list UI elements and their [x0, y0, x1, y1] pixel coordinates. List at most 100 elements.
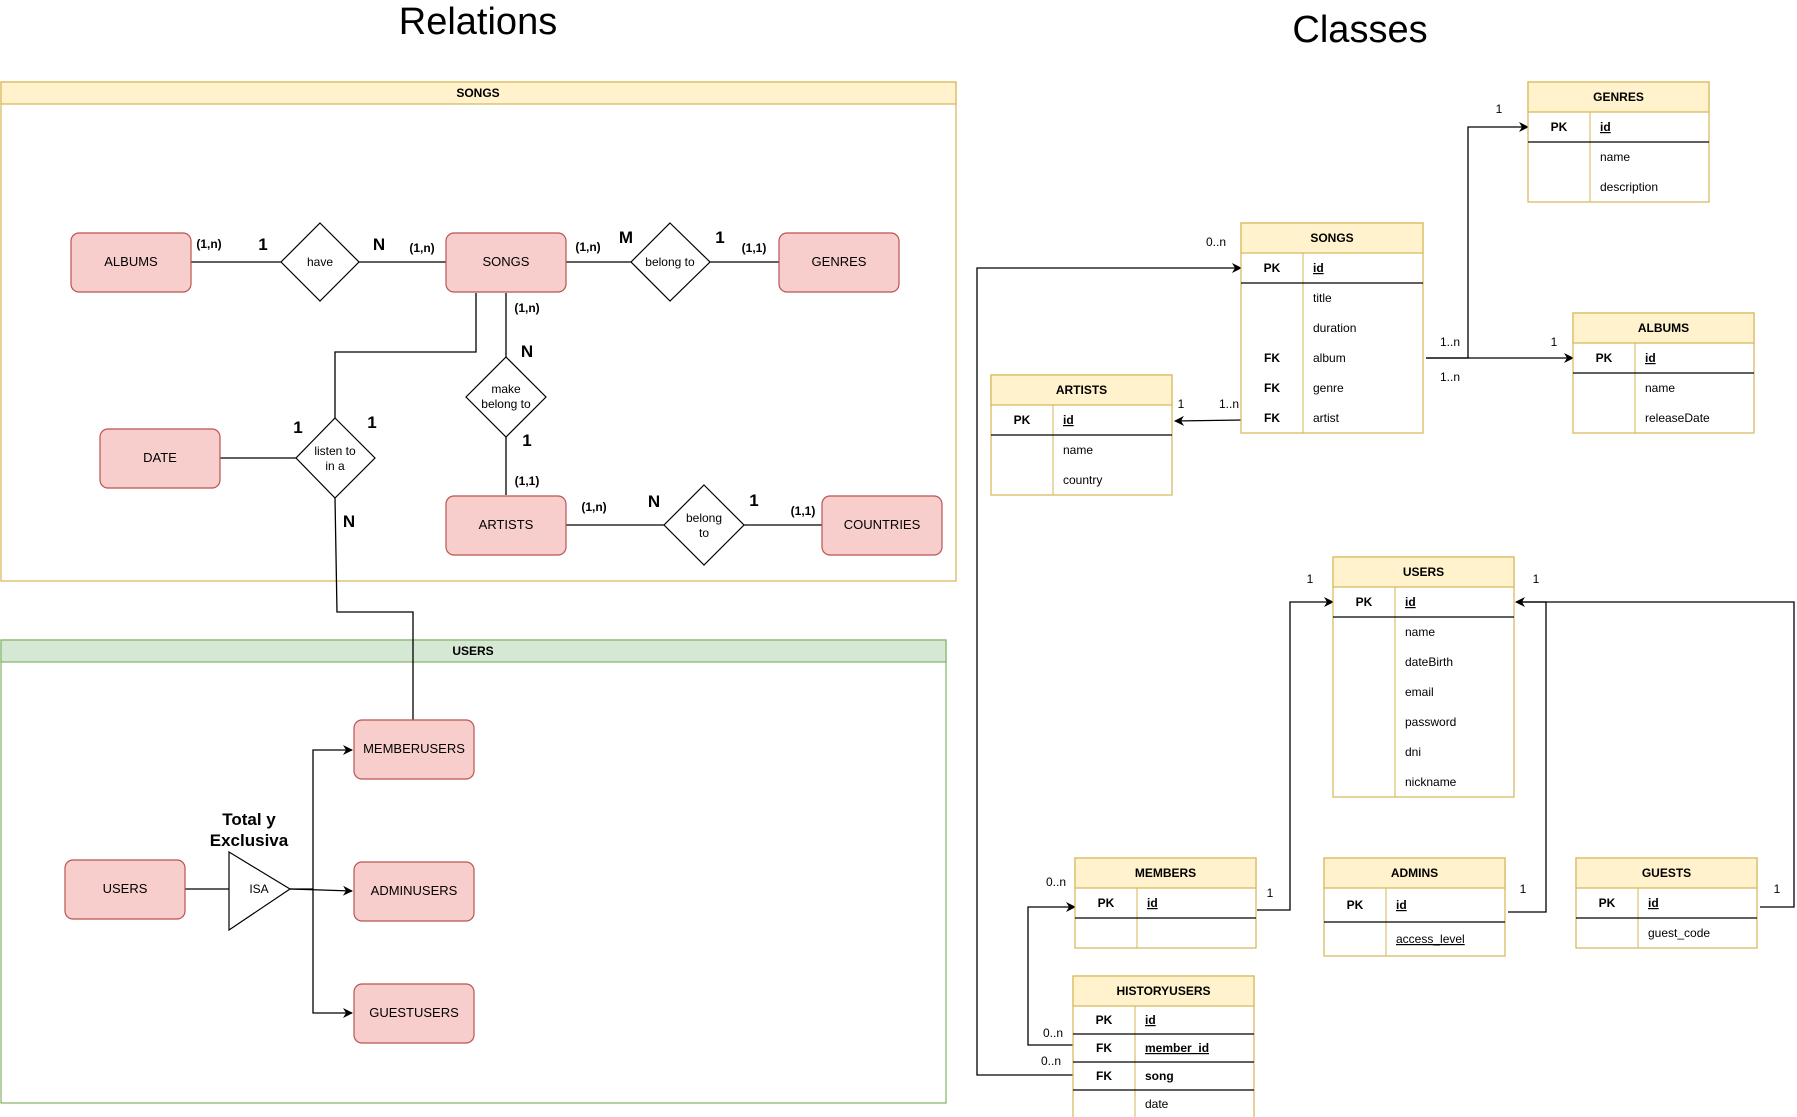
- class-albums-title: ALBUMS: [1638, 321, 1689, 335]
- class-historyusers-field-0: id: [1145, 1013, 1156, 1027]
- entity-memberusers-label: MEMBERUSERS: [363, 741, 465, 756]
- entity-songs: SONGS: [445, 232, 567, 293]
- relationship-make-label-1: make: [491, 382, 521, 396]
- relationship-belong-genre: belong to: [630, 222, 711, 302]
- class-historyusers-key-1: FK: [1096, 1041, 1112, 1055]
- class-genres-title: GENRES: [1593, 90, 1644, 104]
- class-songs-key-3: FK: [1264, 351, 1280, 365]
- class-songs-field-5: artist: [1313, 411, 1340, 425]
- class-songs-field-1: title: [1313, 291, 1332, 305]
- mult-songs-genre-1n: 1..n: [1440, 370, 1460, 384]
- mult-albums-one: 1: [1551, 335, 1558, 349]
- isa-triangle: ISA: [228, 850, 292, 932]
- class-genres-field-0: id: [1600, 120, 1611, 134]
- class-genres-key-0: PK: [1551, 120, 1568, 134]
- relations-title: Relations: [399, 1, 557, 43]
- users-group-title: USERS: [452, 644, 493, 658]
- class-users-field-4: password: [1405, 715, 1456, 729]
- entity-users: USERS: [64, 859, 186, 920]
- ratio-listen-date: 1: [293, 418, 302, 437]
- card-albums-have: (1,n): [196, 237, 221, 251]
- class-admins-key-0: PK: [1347, 898, 1364, 912]
- class-albums-field-1: name: [1645, 381, 1675, 395]
- card-songs-make: (1,n): [514, 301, 539, 315]
- mult-users-left-one: 1: [1307, 572, 1314, 586]
- entity-adminusers-label: ADMINUSERS: [371, 883, 458, 898]
- class-artists-field-2: country: [1063, 473, 1102, 487]
- card-artists-belong: (1,n): [581, 500, 606, 514]
- ratio-belong-genres: 1: [715, 228, 724, 247]
- entity-artists: ARTISTS: [445, 495, 567, 556]
- relationship-make: make belong to: [465, 356, 547, 438]
- card-countries-belong: (1,1): [791, 504, 816, 518]
- class-guests-field-1: guest_code: [1648, 926, 1710, 940]
- class-songs-key-5: FK: [1264, 411, 1280, 425]
- isa-constraint-line-1: Total y: [222, 810, 276, 829]
- entity-countries-label: COUNTRIES: [844, 517, 921, 532]
- class-songs-title: SONGS: [1310, 231, 1353, 245]
- card-songs-belong: (1,n): [575, 240, 600, 254]
- entity-memberusers: MEMBERUSERS: [353, 719, 475, 780]
- relationship-make-label-2: belong to: [481, 397, 531, 411]
- er-connectors: [185, 261, 822, 1018]
- ratio-country-artists: N: [648, 492, 660, 511]
- relationship-have-label: have: [307, 255, 333, 269]
- relationship-listen: listen to in a: [295, 417, 376, 499]
- class-users-field-5: dni: [1405, 745, 1421, 759]
- class-users-field-6: nickname: [1405, 775, 1457, 789]
- entity-albums: ALBUMS: [70, 232, 192, 293]
- mult-songs-zero-n: 0..n: [1206, 235, 1226, 249]
- mult-artists-one: 1: [1178, 397, 1185, 411]
- class-guests-title: GUESTS: [1642, 866, 1691, 880]
- entity-users-label: USERS: [103, 881, 148, 896]
- class-artists-field-0: id: [1063, 413, 1074, 427]
- mult-guests-one: 1: [1774, 882, 1781, 896]
- class-albums-field-2: releaseDate: [1645, 411, 1710, 425]
- class-admins-field-0: id: [1396, 898, 1407, 912]
- relationship-belong-country-label-2: to: [699, 526, 709, 540]
- class-admins-title: ADMINS: [1391, 866, 1438, 880]
- relationship-belong-country-label-1: belong: [686, 511, 722, 525]
- class-users-field-3: email: [1405, 685, 1434, 699]
- class-members-field-0: id: [1147, 896, 1158, 910]
- class-historyusers-field-3: date: [1145, 1097, 1169, 1111]
- ratio-make-songs: N: [521, 342, 533, 361]
- class-songs-key-4: FK: [1264, 381, 1280, 395]
- card-genres-belong: (1,1): [742, 241, 767, 255]
- class-artists-key-0: PK: [1014, 413, 1031, 427]
- entity-date: DATE: [99, 428, 221, 489]
- class-albums-key-0: PK: [1596, 351, 1613, 365]
- class-users-field-1: name: [1405, 625, 1435, 639]
- class-genres-field-1: name: [1600, 150, 1630, 164]
- class-historyusers-key-0: PK: [1096, 1013, 1113, 1027]
- isa-label: ISA: [249, 882, 268, 896]
- entity-albums-label: ALBUMS: [104, 254, 158, 269]
- mult-members-one: 1: [1267, 886, 1274, 900]
- entity-genres: GENRES: [778, 232, 900, 293]
- entity-guestusers-label: GUESTUSERS: [369, 1005, 459, 1020]
- mult-songs-artist-1n: 1..n: [1219, 397, 1239, 411]
- mult-history-song-0n: 0..n: [1041, 1054, 1061, 1068]
- class-songs-field-3: album: [1313, 351, 1346, 365]
- class-albums: ALBUMS PK id name releaseDate: [1572, 312, 1755, 434]
- er-cardinalities: (1,n) (1,n) (1,n) (1,1) (1,n) (1,1) (1,n…: [196, 237, 815, 518]
- entity-genres-label: GENRES: [812, 254, 867, 269]
- class-historyusers-field-2: song: [1145, 1069, 1174, 1083]
- relationship-have: have: [280, 222, 360, 302]
- ratio-listen-members: N: [343, 512, 355, 531]
- class-multiplicities: 1 0..n 1..n 1 1..n 1 1..n 1 1 0..n 1 1 1…: [1041, 102, 1781, 1068]
- class-admins-field-1: access_level: [1396, 932, 1465, 946]
- songs-group-title: SONGS: [456, 86, 499, 100]
- class-songs-key-0: PK: [1264, 261, 1281, 275]
- entity-artists-label: ARTISTS: [479, 517, 534, 532]
- class-users-key-0: PK: [1356, 595, 1373, 609]
- mult-admins-one: 1: [1520, 882, 1527, 896]
- entity-adminusers: ADMINUSERS: [353, 861, 475, 922]
- card-artists-make: (1,1): [515, 474, 540, 488]
- entity-guestusers: GUESTUSERS: [353, 983, 475, 1044]
- class-albums-field-0: id: [1645, 351, 1656, 365]
